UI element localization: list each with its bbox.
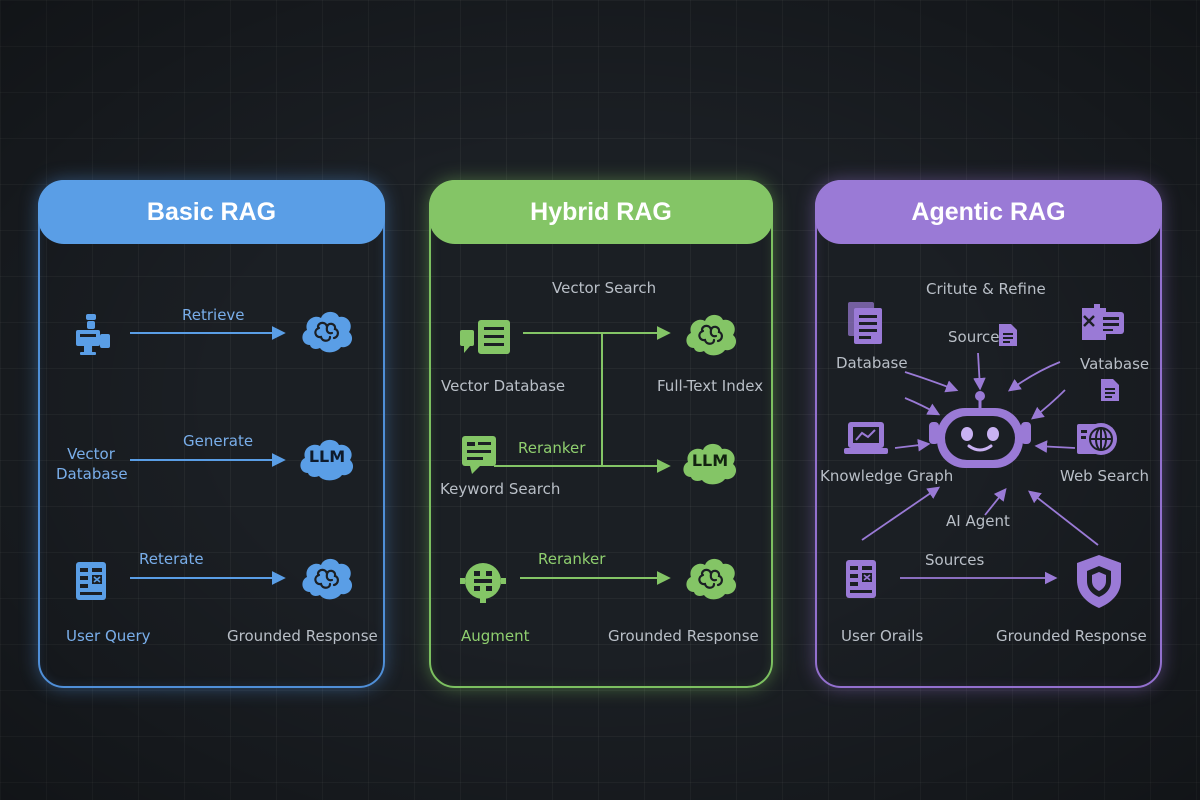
arrow-source-agent: [973, 352, 986, 391]
label-generate: Generate: [183, 432, 254, 450]
augment-chip-icon: [460, 563, 506, 603]
label-grounded-response-hybrid: Grounded Response: [608, 627, 759, 645]
grid-device-icon: [76, 562, 106, 600]
label-reterate: Reterate: [139, 550, 204, 568]
arrow-mid-right-agent: [1030, 389, 1066, 420]
source-document-icon: [999, 324, 1017, 346]
user-orails-grid-icon: [846, 560, 876, 598]
document-chat-icon: [462, 436, 496, 474]
label-source: Source: [948, 328, 1000, 346]
panel-basic-rag: Basic RAG: [38, 180, 385, 688]
label-keyword-search: Keyword Search: [440, 480, 561, 498]
computer-user-icon: [76, 314, 110, 355]
agentic-arrows: [861, 352, 1099, 585]
small-document-icon: [1101, 379, 1119, 401]
label-critute-refine: Critute & Refine: [926, 280, 1046, 298]
vatabase-puzzle-icon: [1082, 304, 1124, 340]
web-search-globe-icon: [1077, 423, 1117, 455]
llm-cloud-icon-hybrid: LLM: [679, 437, 741, 489]
label-vector-database-basic: Vector Database: [56, 445, 128, 484]
label-full-text-index: Full-Text Index: [657, 377, 764, 395]
label-grounded-response-agentic: Grounded Response: [996, 627, 1147, 645]
label-database: Database: [836, 354, 908, 372]
panel-title-basic-rag: Basic RAG: [38, 180, 385, 244]
brain-cloud-icon-hybrid-response: [686, 558, 737, 600]
llm-cloud-icon-basic: LLM: [296, 433, 358, 485]
hybrid-arrows: [494, 326, 671, 585]
database-document-icon: [848, 302, 882, 344]
brain-cloud-icon-hybrid: [686, 314, 737, 356]
label-reranker-top: Reranker: [518, 439, 586, 457]
label-reranker-bottom: Reranker: [538, 550, 606, 568]
panel-title-agentic-rag: Agentic RAG: [815, 180, 1162, 244]
arrow-database-agent: [904, 371, 959, 393]
arrow-userorails-agent: [861, 486, 941, 541]
label-vector-database-hybrid: Vector Database: [441, 377, 566, 395]
llm-label-basic: LLM: [308, 447, 346, 466]
ai-agent-robot-icon: [929, 391, 1031, 468]
arrow-shield-agent: [1028, 490, 1099, 546]
label-vatabase: Vatabase: [1080, 355, 1150, 373]
knowledge-graph-laptop-icon: [844, 422, 888, 454]
label-user-orails: User Orails: [841, 627, 924, 645]
llm-label-hybrid: LLM: [691, 451, 729, 470]
label-user-query: User Query: [66, 627, 151, 645]
basic-arrows: [130, 326, 286, 585]
label-web-search: Web Search: [1060, 467, 1150, 485]
label-ai-agent: AI Agent: [946, 512, 1010, 530]
arrow-ai-agent-up: [984, 488, 1007, 516]
label-knowledge-graph: Knowledge Graph: [820, 467, 954, 485]
label-augment: Augment: [461, 627, 530, 645]
arrow-mid-left-agent: [904, 397, 941, 416]
arrow-kg-agent: [894, 438, 931, 452]
panel-agentic-rag: Agentic RAG: [815, 180, 1162, 688]
arrow-vatabase-agent: [1007, 361, 1061, 392]
label-sources: Sources: [925, 551, 985, 569]
arrow-websearch-agent: [1034, 440, 1076, 453]
label-retrieve: Retrieve: [182, 306, 245, 324]
panel-title-hybrid-rag: Hybrid RAG: [429, 180, 773, 244]
brain-cloud-icon: [302, 311, 353, 353]
label-vector-search: Vector Search: [552, 279, 657, 297]
brain-cloud-icon-response: [302, 558, 353, 600]
shield-icon: [1077, 555, 1121, 608]
label-grounded-response-basic: Grounded Response: [227, 627, 378, 645]
panel-hybrid-rag: Hybrid RAG: [429, 180, 773, 688]
chat-list-icon: [460, 320, 510, 354]
